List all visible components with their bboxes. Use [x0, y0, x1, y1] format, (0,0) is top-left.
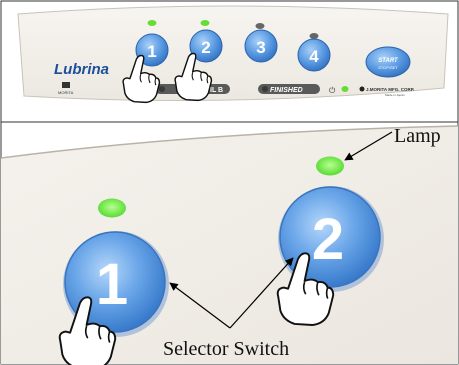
detail-lamp-1	[98, 198, 126, 218]
panel-lamp-1	[147, 20, 157, 26]
lamp-arrow	[344, 131, 393, 161]
maker-icon	[62, 82, 70, 88]
panel-hand-1-icon	[122, 54, 161, 104]
manufacturer-mark: J.MORITA MFG. CORP. Made in Japan	[359, 86, 414, 97]
oil-label-b: IL B	[210, 87, 223, 94]
manufacturer-sub: Made in Japan	[385, 93, 405, 97]
panel-lamp-3	[255, 23, 265, 29]
selector-switch-2-label: 2	[312, 207, 344, 272]
panel-lamp-4	[309, 33, 319, 39]
top-panel: Lubrina MORITA 1 2 3 4 S	[0, 0, 459, 123]
detail-hand-1-icon	[58, 296, 117, 365]
selector-arrow-2	[229, 257, 294, 329]
detail-lamp-2	[316, 156, 344, 176]
start-stop-button[interactable]: START STOP/SET	[365, 46, 411, 78]
bottom-detail: 1 2 Lamp Selector Switch	[0, 121, 459, 365]
panel-button-1-label: 1	[147, 42, 156, 61]
panel-button-3[interactable]: 3	[244, 29, 278, 63]
lamp-annotation: Lamp	[394, 125, 441, 147]
maker-name: MORITA	[58, 90, 74, 95]
start-label: START	[378, 58, 399, 64]
power-icon: ⏻	[329, 86, 336, 95]
panel-button-3-label: 3	[256, 38, 265, 57]
selector-arrow-1	[169, 282, 231, 329]
power-indicator: ⏻	[329, 86, 349, 95]
power-lamp	[341, 86, 349, 92]
finished-lamp-icon	[262, 86, 268, 92]
panel-hand-2-icon	[174, 52, 213, 102]
finished-label: FINISHED	[270, 87, 303, 94]
brand-name: Lubrina	[54, 61, 109, 78]
stop-set-label: STOP/SET	[378, 65, 398, 70]
panel-edge-line	[0, 125, 459, 159]
panel-button-4[interactable]: 4	[297, 38, 331, 72]
detail-hand-2-icon	[276, 252, 335, 326]
lubrina-logo: Lubrina	[54, 61, 109, 78]
selector-switch-1-label: 1	[96, 252, 128, 317]
maker-logo: MORITA	[58, 82, 74, 95]
panel-button-2[interactable]: 2	[189, 29, 223, 63]
panel-button-2-label: 2	[201, 38, 210, 57]
manufacturer-logo-icon	[359, 86, 365, 92]
manufacturer-name: J.MORITA MFG. CORP.	[366, 87, 414, 92]
selector-switch-annotation: Selector Switch	[163, 338, 289, 360]
panel-button-4-label: 4	[309, 47, 319, 66]
panel-lamp-2	[200, 20, 210, 26]
finished-indicator: FINISHED	[258, 84, 320, 94]
oil-indicator-icon	[159, 86, 165, 92]
